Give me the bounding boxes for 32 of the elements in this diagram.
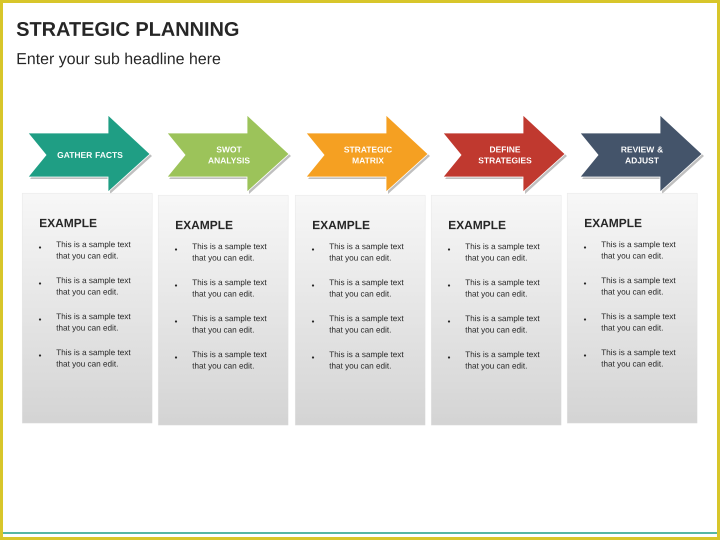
bullet-item: This is a sample text that you can edit. [584, 241, 676, 260]
bullet-item: This is a sample text that you can edit. [584, 313, 676, 332]
card [22, 193, 152, 424]
bullet-item: This is a sample text that you can edit. [448, 315, 540, 334]
card [295, 195, 426, 426]
bullet-item: This is a sample text that you can edit. [38, 241, 131, 260]
bullet-item: This is a sample text that you can edit. [38, 349, 131, 368]
card [567, 193, 698, 424]
heading: EXAMPLE [313, 220, 370, 230]
bullet-item: This is a sample text that you can edit. [584, 277, 676, 296]
bullet-item: This is a sample text that you can edit. [174, 351, 267, 370]
bullet-item: This is a sample text that you can edit. [312, 279, 404, 298]
subtitle: Enter your sub headline here [18, 52, 220, 68]
heading: EXAMPLE [449, 220, 506, 230]
heading: EXAMPLE [585, 218, 642, 228]
bullet-item: This is a sample text that you can edit. [312, 351, 404, 370]
bullet-item: This is a sample text that you can edit. [174, 315, 267, 334]
bullet-item: This is a sample text that you can edit. [584, 349, 676, 368]
bullet-item: This is a sample text that you can edit. [448, 351, 540, 370]
bullet-item: This is a sample text that you can edit. [312, 315, 404, 334]
heading: EXAMPLE [40, 218, 97, 228]
bullet-item: This is a sample text that you can edit. [312, 243, 404, 262]
bullet-item: This is a sample text that you can edit. [38, 277, 131, 296]
bullet-item: This is a sample text that you can edit. [174, 243, 267, 262]
bullet-item: This is a sample text that you can edit. [38, 313, 131, 332]
card [431, 195, 562, 426]
card [158, 195, 288, 426]
bullet-item: This is a sample text that you can edit. [448, 279, 540, 298]
bullet-item: This is a sample text that you can edit. [448, 243, 540, 262]
title: STRATEGIC PLANNING [16, 22, 238, 36]
bullet-item: This is a sample text that you can edit. [174, 279, 267, 298]
heading: EXAMPLE [176, 220, 233, 230]
